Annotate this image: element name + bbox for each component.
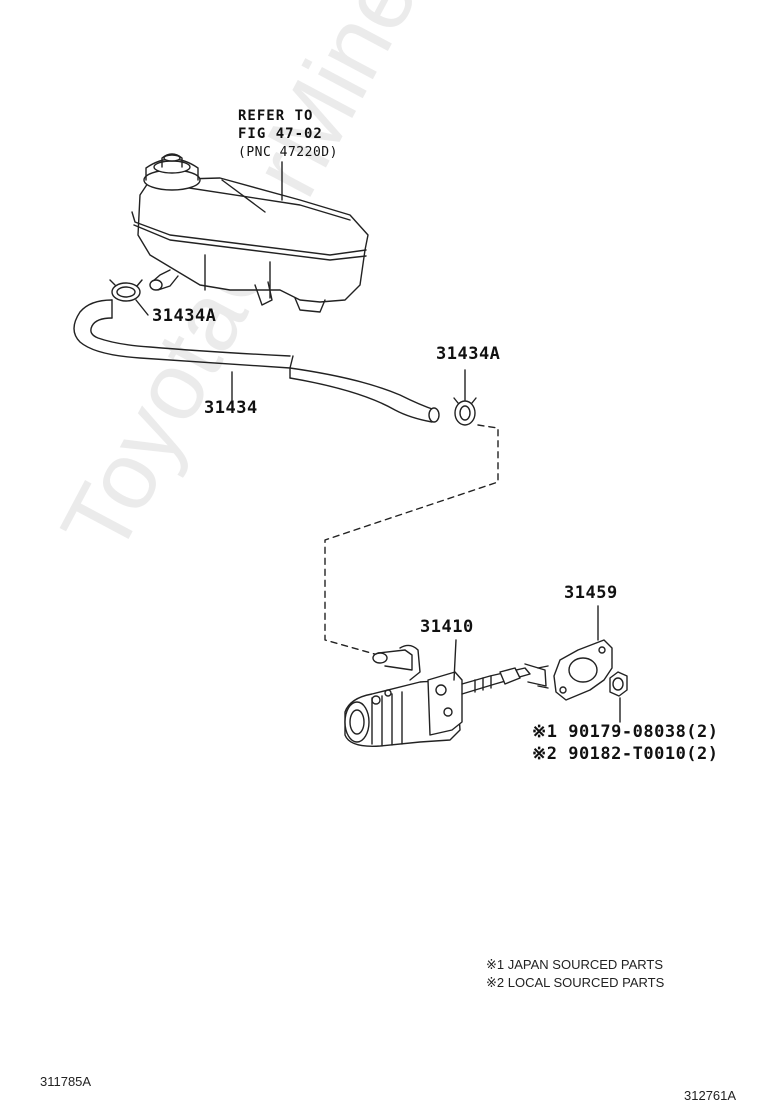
note-local-sourced: ※2 LOCAL SOURCED PARTS xyxy=(486,975,665,990)
upper-clamp-leader-line xyxy=(135,299,149,316)
part-label-31434A-right: 31434A xyxy=(436,344,501,364)
master-cylinder xyxy=(344,644,549,747)
upper-clamp xyxy=(109,279,143,302)
assembly-dashed-line xyxy=(324,424,499,656)
nut xyxy=(609,671,628,697)
note-japan-sourced: ※1 JAPAN SOURCED PARTS xyxy=(486,957,664,972)
gasket xyxy=(553,639,613,701)
part-label-31459: 31459 xyxy=(564,583,618,603)
refer-line-3: (PNC 47220D) xyxy=(238,145,338,160)
part-label-31434: 31434 xyxy=(204,398,258,418)
part-label-nut-local: ※2 90182-T0010(2) xyxy=(532,744,719,764)
reservoir-tank xyxy=(131,153,369,313)
notes: ※1 JAPAN SOURCED PARTS ※2 LOCAL SOURCED … xyxy=(486,956,664,992)
master-cylinder-leader-line xyxy=(453,639,457,681)
refer-line-1: REFER TO xyxy=(238,108,314,124)
part-label-31434A-upper: 31434A xyxy=(152,306,217,326)
figure-code-left: 311785A xyxy=(40,1074,92,1089)
part-label-nut-jp: ※1 90179-08038(2) xyxy=(532,722,719,742)
hose xyxy=(73,299,440,423)
right-clamp xyxy=(453,397,477,426)
refer-line-2: FIG 47-02 xyxy=(238,126,323,142)
part-label-31410: 31410 xyxy=(420,617,474,637)
figure-code-right: 312761A xyxy=(684,1088,737,1103)
